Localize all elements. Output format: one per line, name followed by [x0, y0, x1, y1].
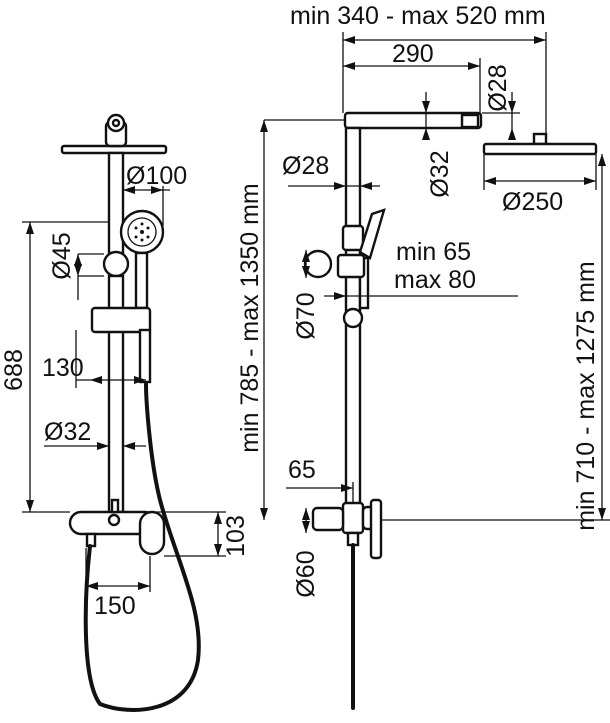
arm-length-label: 290 — [392, 40, 434, 68]
slider-bracket — [90, 306, 152, 334]
front-view-dimensions — [22, 186, 226, 592]
dia-32-right-label: Ø32 — [426, 150, 454, 197]
dim-65-label: 65 — [288, 456, 316, 484]
dim-150-label: 150 — [94, 592, 136, 620]
height-right-label: min 710 - max 1275 mm — [572, 261, 600, 531]
side-hand-shower — [303, 208, 386, 329]
overhead-shower-side — [482, 132, 598, 156]
shower-arm — [343, 111, 483, 130]
dia-70-label: Ø70 — [292, 292, 320, 339]
side-view-dimensions — [260, 32, 610, 533]
dia-100-label: Ø100 — [126, 162, 187, 190]
dia-45-label: Ø45 — [48, 232, 76, 279]
height-left-label: min 785 - max 1350 mm — [236, 183, 264, 453]
front-view — [60, 113, 201, 712]
hose-front — [83, 382, 201, 712]
side-view — [303, 111, 598, 710]
dia-32-left-label: Ø32 — [44, 418, 91, 446]
dim-130-label: 130 — [42, 354, 84, 382]
min-65-label: min 65 — [396, 238, 471, 266]
mixer-body — [68, 498, 166, 556]
dia-28-left-label: Ø28 — [282, 152, 329, 180]
dimension-labels: min 340 - max 520 mm 290 Ø28 Ø32 Ø250 Ø2… — [0, 2, 600, 620]
dia-60-label: Ø60 — [292, 550, 320, 597]
overall-width-label: min 340 - max 520 mm — [290, 2, 546, 30]
overhead-shower-head — [60, 113, 168, 155]
max-80-label: max 80 — [394, 266, 476, 294]
dim-688-label: 688 — [0, 349, 28, 391]
side-mixer — [311, 498, 383, 560]
dia-250-label: Ø250 — [502, 188, 563, 216]
dia-28-top-label: Ø28 — [484, 64, 512, 111]
hand-shower-holder — [102, 250, 130, 278]
dim-103-label: 103 — [222, 515, 250, 557]
hand-shower — [119, 209, 165, 310]
